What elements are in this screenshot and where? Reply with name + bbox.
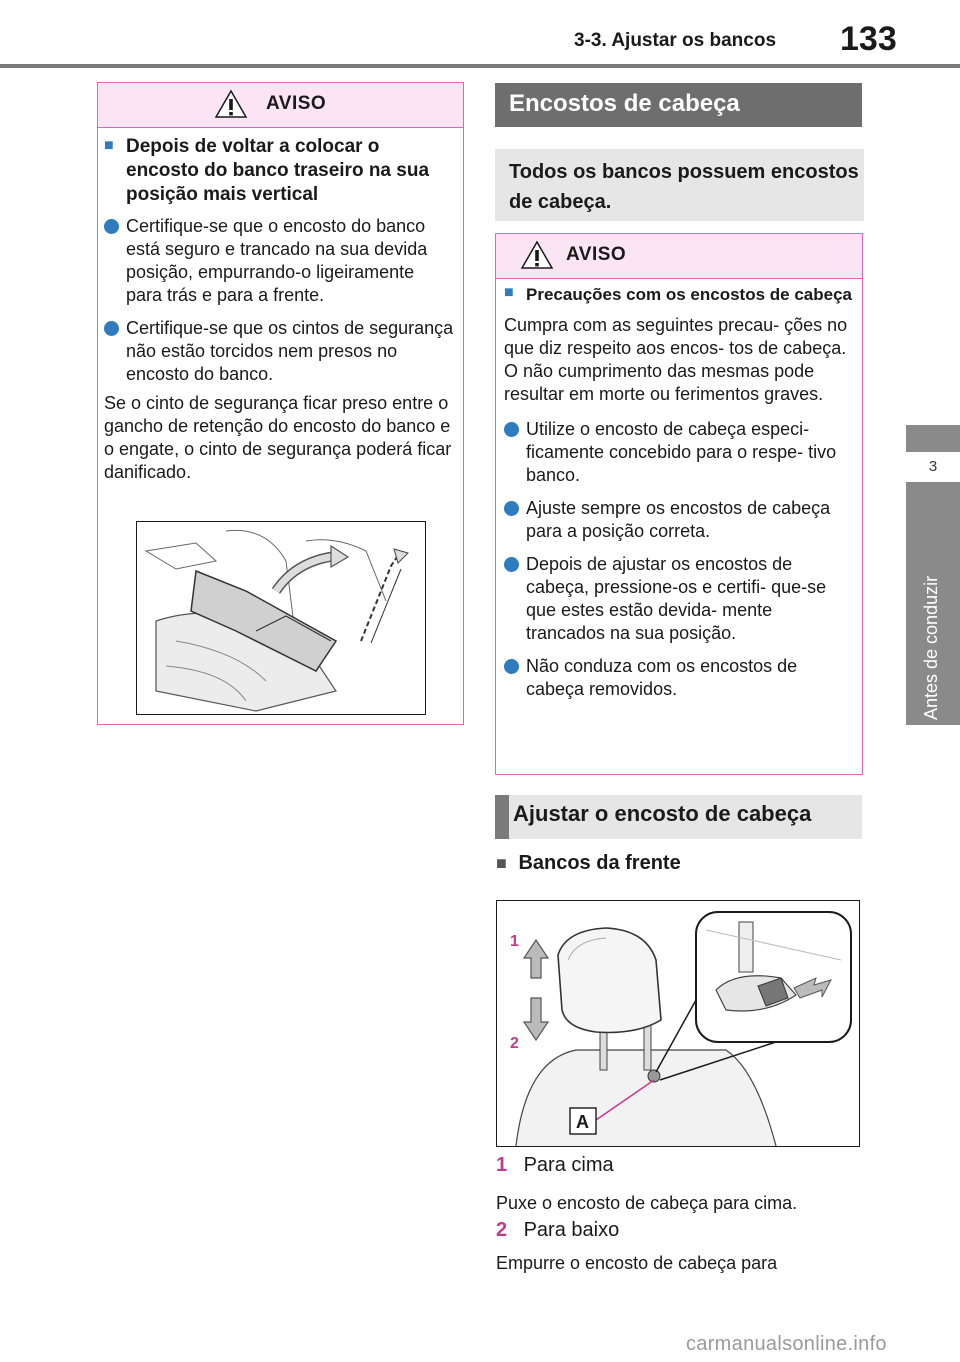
adjust-title: Ajustar o encosto de cabeça bbox=[513, 801, 812, 826]
warning-bullet: Certifique-se que o encosto do banco est… bbox=[104, 215, 454, 307]
headrests-intro-box: Todos os bancos possuem encostos de cabe… bbox=[495, 149, 864, 221]
step-description: Empurre o encosto de cabeça para bbox=[496, 1253, 778, 1273]
warning-paragraph: Cumpra com as seguintes precau- ções no … bbox=[504, 315, 848, 404]
watermark: carmanualsonline.info bbox=[686, 1333, 887, 1355]
rear-seat-illustration bbox=[136, 521, 426, 715]
front-seats-heading: ■ Bancos da frente bbox=[496, 852, 681, 874]
step-description: Puxe o encosto de cabeça para cima. bbox=[496, 1193, 798, 1213]
bullet-dot-icon bbox=[504, 659, 519, 674]
warning-heading: ■ Precauções com os encostos de cabeça bbox=[504, 284, 852, 304]
warning-label: AVISO bbox=[566, 244, 627, 265]
square-bullet-icon: ■ bbox=[496, 853, 507, 873]
headrests-intro: Todos os bancos possuem encostos de cabe… bbox=[509, 161, 859, 213]
warning-header: AVISO bbox=[496, 234, 862, 279]
warning-bullet: Utilize o encosto de cabeça especi- fica… bbox=[504, 418, 854, 487]
warning-triangle-icon bbox=[520, 240, 554, 269]
chapter-title: Antes de conduzir bbox=[921, 575, 941, 720]
headrests-title: Encostos de cabeça bbox=[509, 90, 740, 117]
callout-label-a: A bbox=[576, 1112, 589, 1132]
bullet-dot-icon bbox=[504, 557, 519, 572]
header-rule bbox=[0, 64, 960, 68]
chapter-number: 3 bbox=[906, 452, 960, 482]
square-bullet-icon: ■ bbox=[504, 284, 514, 301]
warning-bullet: Ajuste sempre os encostos de cabeça para… bbox=[504, 497, 854, 543]
bullet-dot-icon bbox=[104, 219, 119, 234]
step-label: Para cima bbox=[523, 1154, 614, 1176]
arrow-label-up: 1 bbox=[510, 933, 519, 950]
step-label: Para baixo bbox=[523, 1219, 620, 1241]
warning-header: AVISO bbox=[98, 83, 463, 128]
warning-heading: ■ Depois de voltar a colocar o encosto d… bbox=[104, 136, 430, 205]
warning-paragraph: Se o cinto de segurança ficar preso entr… bbox=[104, 393, 452, 482]
warning-bullet: Não conduza com os encostos de cabeça re… bbox=[504, 655, 854, 701]
page-number: 133 bbox=[840, 20, 897, 58]
step-item: 2 Para baixo bbox=[496, 1219, 619, 1242]
headrest-adjust-illustration: 1 2 A bbox=[496, 900, 860, 1147]
arrow-label-down: 2 bbox=[510, 1035, 519, 1052]
bullet-dot-icon bbox=[104, 321, 119, 336]
bullet-dot-icon bbox=[504, 422, 519, 437]
section-title: 3-3. Ajustar os bancos bbox=[574, 30, 777, 51]
step-number: 2 bbox=[496, 1219, 508, 1241]
warning-triangle-icon bbox=[214, 89, 248, 118]
warning-bullet: Depois de ajustar os encostos de cabeça,… bbox=[504, 553, 854, 645]
bullet-dot-icon bbox=[504, 501, 519, 516]
step-item: 1 Para cima bbox=[496, 1154, 614, 1177]
left-warning-box: AVISO ■ Depois de voltar a colocar o enc… bbox=[97, 82, 464, 725]
right-warning-box: AVISO ■ Precauções com os encostos de ca… bbox=[495, 233, 863, 775]
adjust-section-header: Ajustar o encosto de cabeça bbox=[495, 795, 862, 839]
step-number: 1 bbox=[496, 1154, 508, 1176]
warning-label: AVISO bbox=[266, 93, 327, 114]
warning-bullet: Certifique-se que os cintos de segurança… bbox=[104, 317, 454, 386]
square-bullet-icon: ■ bbox=[104, 137, 114, 154]
headrests-section-header: Encostos de cabeça bbox=[495, 83, 862, 127]
